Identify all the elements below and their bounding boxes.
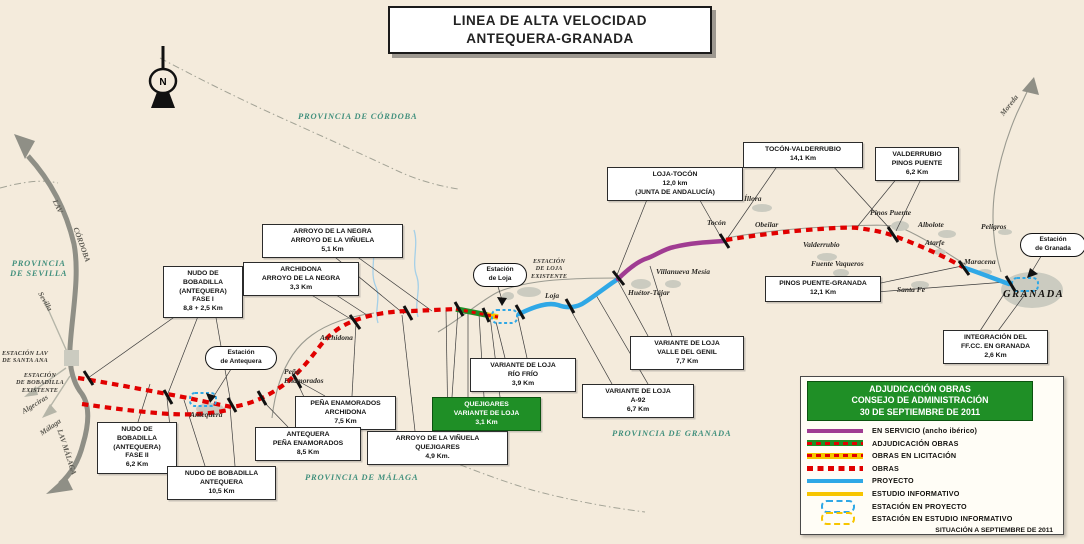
map-text-town-13: Atarfe xyxy=(925,238,945,247)
lav-corridor-lines xyxy=(14,134,91,494)
map-text-town-3: Loja xyxy=(545,291,560,300)
legend-item-label: ESTACIÓN EN ESTUDIO INFORMATIVO xyxy=(872,514,1013,524)
legend-row-estacion-estudio: ESTACIÓN EN ESTUDIO INFORMATIVO xyxy=(801,512,1063,526)
map-text-province-30: PROVINCIA DE MÁLAGA xyxy=(305,472,419,482)
obras-swatch xyxy=(807,466,863,471)
sevilla-branch-line xyxy=(43,299,69,355)
station-pointer-arrows xyxy=(206,268,1038,403)
legend-item-label: EN SERVICIO (ancho ibérico) xyxy=(872,426,978,436)
en-servicio-swatch xyxy=(807,428,863,433)
estacion-proyecto-swatch xyxy=(807,499,863,513)
map-text-town-8: Obeilar xyxy=(755,220,779,229)
adjudicacion-obras-swatch xyxy=(807,440,863,447)
algeciras-branch-line xyxy=(31,367,67,393)
legend-panel: ADJUDICACIÓN OBRAS CONSEJO DE ADMINISTRA… xyxy=(800,376,1064,535)
legend-header-line2: CONSEJO DE ADMINISTRACIÓN xyxy=(851,395,989,406)
legend-row-en-servicio: EN SERVICIO (ancho ibérico) xyxy=(801,424,1063,437)
malaga-branch-line xyxy=(47,375,71,411)
map-text-town-4: Huétor-Tájar xyxy=(628,288,670,297)
lav-malaga-arrow xyxy=(46,476,73,494)
legend-row-obras: OBRAS xyxy=(801,462,1063,475)
map-text-city-17: GRANADA xyxy=(1003,289,1065,300)
legend-row-adjudicacion-obras: ADJUDICACIÓN OBRAS xyxy=(801,437,1063,450)
legend-item-label: ESTUDIO INFORMATIVO xyxy=(872,489,960,499)
map-text-town-9: Valderrubio xyxy=(803,240,840,249)
legend-header: ADJUDICACIÓN OBRAS CONSEJO DE ADMINISTRA… xyxy=(807,381,1033,422)
route-obras xyxy=(77,225,964,417)
map-title-line1: LINEA DE ALTA VELOCIDAD xyxy=(453,13,647,28)
map-title: LINEA DE ALTA VELOCIDAD ANTEQUERA-GRANAD… xyxy=(388,6,712,55)
map-text-province-31: PROVINCIA DE GRANADA xyxy=(612,428,732,438)
map-text-town-6: Tocón xyxy=(707,218,726,227)
legend-item-label: PROYECTO xyxy=(872,476,914,486)
map-text-town-5: Villanueva Mesía xyxy=(656,267,710,276)
map-text-town-12: Albolote xyxy=(918,220,944,229)
legend-item-label: ADJUDICACIÓN OBRAS xyxy=(872,438,959,448)
legend-row-estacion-proyecto: ESTACIÓN EN PROYECTO xyxy=(801,499,1063,513)
estudio-informativo-swatch xyxy=(807,491,863,496)
estacion-estudio-swatch xyxy=(807,512,863,526)
map-text-province-29: PROVINCIA DE CÓRDOBA xyxy=(298,111,418,121)
granada-moreda-line xyxy=(992,91,1028,273)
map-title-line2: ANTEQUERA-GRANADA xyxy=(466,31,634,47)
legend-item-label: OBRAS xyxy=(872,463,899,473)
granada-station-box xyxy=(1011,277,1039,292)
bobadilla-station-blob xyxy=(64,350,79,366)
map-text-town-10: Fuente Vaqueros xyxy=(811,259,864,268)
antequera-station-box xyxy=(189,392,217,407)
map-text-town-0: Antequera xyxy=(190,410,223,419)
legend-footnote: SITUACIÓN A SEPTIEMBRE DE 2011 xyxy=(935,527,1053,535)
proyecto-swatch xyxy=(807,478,863,483)
moreda-arrow xyxy=(1022,77,1039,95)
legend-row-proyecto: PROYECTO xyxy=(801,475,1063,488)
map-text-town-7: Íllora xyxy=(744,194,762,203)
obras-licitacion-swatch xyxy=(807,452,863,459)
legend-item-label: ESTACIÓN EN PROYECTO xyxy=(872,501,967,511)
compass-north-letter: N xyxy=(159,77,166,88)
legend-row-obras-licitacion: OBRAS EN LICITACIÓN xyxy=(801,449,1063,462)
legend-item-label: OBRAS EN LICITACIÓN xyxy=(872,451,957,461)
route-ticks xyxy=(82,226,1017,413)
compass-rose: N xyxy=(148,46,178,108)
map-text-town-15: Maracena xyxy=(964,257,996,266)
map-text-town-1: Archidona xyxy=(320,333,353,342)
map-text-town-16: Santa Fe xyxy=(897,285,926,294)
loja-station-box xyxy=(491,309,518,324)
legend-items: EN SERVICIO (ancho ibérico) ADJUDICACIÓN … xyxy=(801,424,1063,526)
route-en-servicio xyxy=(615,238,727,282)
map-text-town-11: Pinos Puente xyxy=(870,208,912,217)
legend-header-line1: ADJUDICACIÓN OBRAS xyxy=(869,384,971,394)
route-proyecto xyxy=(516,265,1012,317)
legend-header-line3: 30 DE SEPTIEMBRE DE 2011 xyxy=(859,406,981,417)
lav-cordoba-arrow xyxy=(14,134,35,159)
station-dashed-boxes xyxy=(189,277,1039,407)
map-text-town-14: Peligros xyxy=(981,222,1007,231)
legend-row-estudio-informativo: ESTUDIO INFORMATIVO xyxy=(801,487,1063,500)
